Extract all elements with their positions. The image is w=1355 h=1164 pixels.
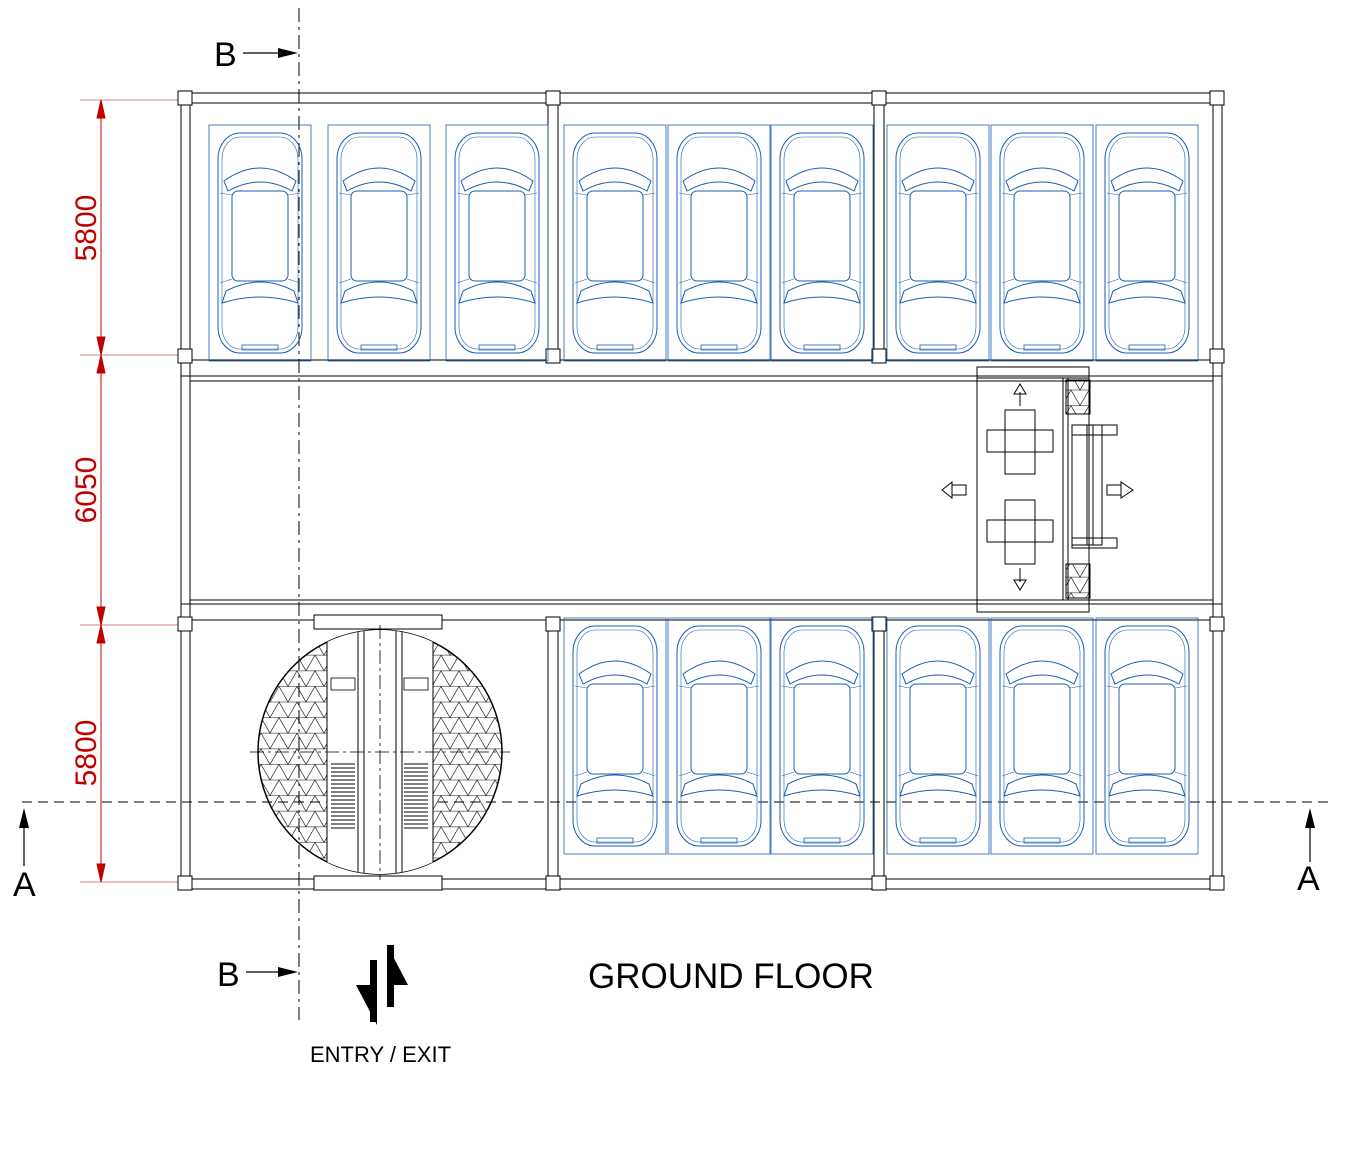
parking-space — [208, 124, 312, 362]
dimension-top-row: 5800 — [70, 195, 103, 262]
car-icon — [999, 625, 1085, 847]
car-icon — [676, 625, 762, 847]
car-icon — [676, 132, 762, 354]
dimension-chain — [80, 99, 180, 883]
dimension-bottom-row: 5800 — [70, 720, 103, 787]
dimension-aisle: 6050 — [70, 457, 103, 524]
section-marker-b-bottom: B — [217, 956, 298, 994]
car-icon — [572, 132, 658, 354]
car-icon — [779, 625, 865, 847]
parking-space — [327, 124, 431, 362]
car-icon — [999, 132, 1085, 354]
parking-space — [770, 124, 874, 362]
parking-space — [667, 617, 771, 855]
parking-space — [770, 617, 874, 855]
entry-exit-label: ENTRY / EXIT — [310, 1042, 451, 1067]
parking-space — [563, 124, 667, 362]
turntable — [250, 614, 510, 891]
car-icon — [1104, 625, 1190, 847]
section-marker-a-right: A — [1297, 808, 1320, 898]
section-label-b-top: B — [214, 36, 237, 74]
parking-space — [563, 617, 667, 855]
car-icon — [895, 132, 981, 354]
car-icon — [572, 625, 658, 847]
section-label-a-left: A — [13, 866, 36, 904]
car-icon — [1104, 132, 1190, 354]
car-icon — [895, 625, 981, 847]
parking-space — [1095, 124, 1199, 362]
section-label-a-right: A — [1297, 860, 1320, 898]
section-label-b-bottom: B — [217, 956, 240, 994]
parking-stalls — [208, 124, 1199, 855]
building-structure — [180, 92, 1223, 890]
parking-space — [886, 124, 990, 362]
section-marker-b-top: B — [214, 36, 298, 74]
entry-exit-arrow — [356, 945, 408, 1025]
parking-space — [886, 617, 990, 855]
parking-space — [990, 124, 1094, 362]
parking-space — [1095, 617, 1199, 855]
parking-space — [990, 617, 1094, 855]
lift-shuttle — [941, 366, 1134, 613]
car-icon — [217, 132, 303, 354]
section-marker-a-left: A — [13, 808, 36, 904]
car-icon — [779, 132, 865, 354]
column-caps — [177, 90, 1225, 891]
parking-space — [445, 124, 549, 362]
car-icon — [454, 132, 540, 354]
car-icon — [336, 132, 422, 354]
floor-title: GROUND FLOOR — [588, 957, 874, 996]
parking-space — [667, 124, 771, 362]
